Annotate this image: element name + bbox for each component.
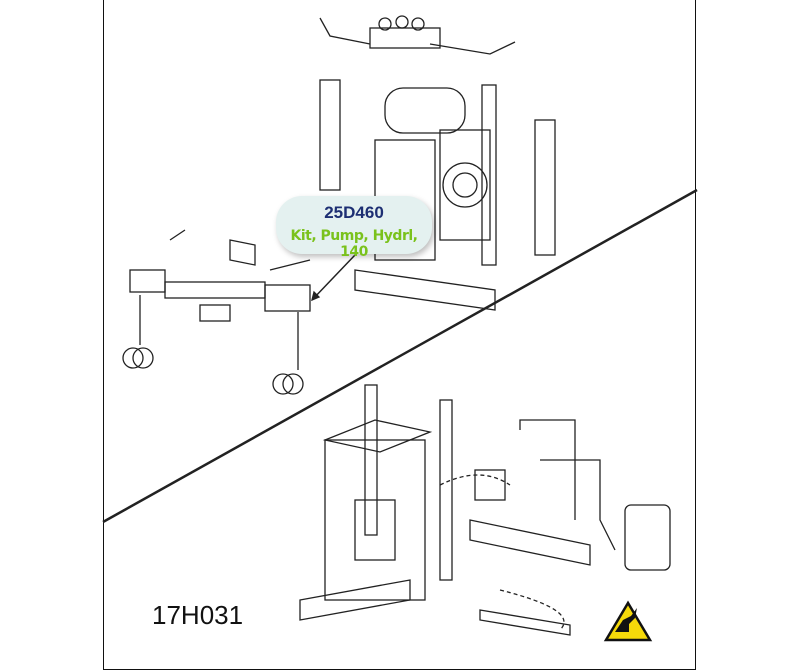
callout-leader [311,254,356,301]
diagram-frame [103,0,696,670]
part-description: Kit, Pump, Hydrl, 140 [290,228,418,260]
figure-label: 17H031 [152,600,244,630]
lower-frame-assembly [299,384,671,636]
hot-surface-warning-icon [603,600,653,642]
upper-frame-assembly [319,15,556,311]
part-callout[interactable]: 25D460 Kit, Pump, Hydrl, 140 [276,196,432,260]
section-divider [102,188,698,524]
pump-kit-assembly [122,229,311,395]
part-number: 25D460 [324,203,384,222]
